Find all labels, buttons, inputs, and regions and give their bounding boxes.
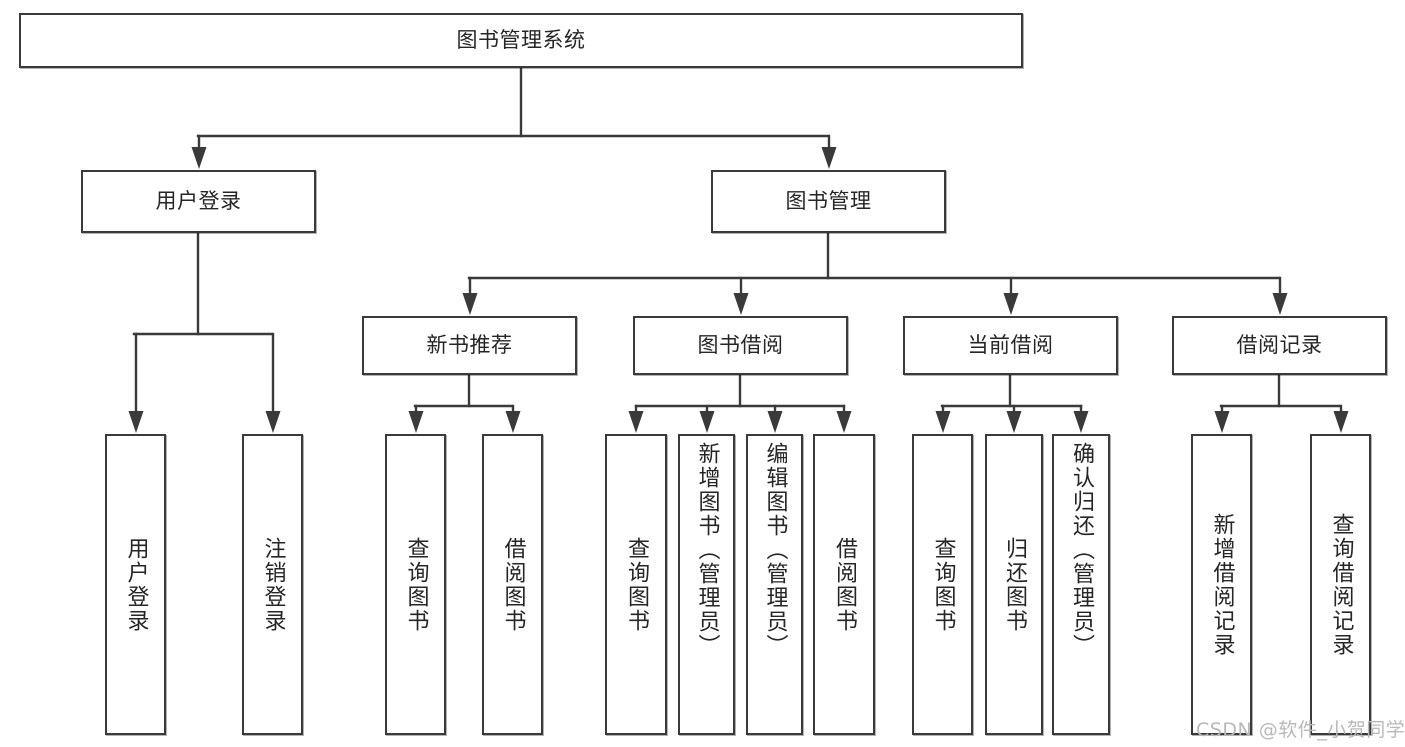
node-label: 查询图书	[930, 536, 956, 633]
node-label: 新增借阅记录	[1209, 512, 1235, 657]
node-label: 用户登录	[123, 536, 149, 633]
node-leaf-user-logout[interactable]: 注销登录	[242, 434, 303, 735]
node-label: 借阅图书	[500, 536, 526, 633]
node-label: 图书借阅	[697, 333, 784, 358]
node-leaf-query-book-3[interactable]: 查询图书	[912, 434, 973, 735]
arrow-icon-user-login	[191, 147, 207, 169]
arrow-icon-leaf-borrow-book-2	[836, 411, 852, 433]
arrow-icon-leaf-query-book-2	[628, 411, 644, 433]
arrow-icon-borrow-record	[1272, 293, 1288, 315]
arrow-icon-book-manage	[821, 147, 837, 169]
arrow-icon-leaf-query-record	[1333, 411, 1349, 433]
node-label: 新增图书（管理员）	[694, 442, 720, 658]
arrow-icon-new-book-rec	[462, 293, 478, 315]
node-user-login[interactable]: 用户登录	[81, 170, 316, 233]
node-label: 图书管理系统	[456, 28, 586, 53]
node-label: 确认归还（管理员）	[1069, 442, 1094, 658]
node-label: 查询图书	[403, 536, 429, 633]
node-current-borrow[interactable]: 当前借阅	[903, 316, 1118, 375]
arrow-icon-leaf-query-book-1	[408, 411, 424, 433]
node-leaf-add-book[interactable]: 新增图书（管理员）	[678, 434, 735, 735]
node-leaf-add-record[interactable]: 新增借阅记录	[1191, 434, 1252, 735]
node-leaf-return-book[interactable]: 归还图书	[985, 434, 1043, 735]
node-leaf-query-book-2[interactable]: 查询图书	[605, 434, 667, 735]
node-label: 借阅图书	[832, 536, 857, 633]
node-label: 借阅记录	[1236, 333, 1323, 358]
node-leaf-query-record[interactable]: 查询借阅记录	[1310, 434, 1371, 735]
node-root[interactable]: 图书管理系统	[19, 13, 1023, 68]
node-leaf-query-book-1[interactable]: 查询图书	[385, 434, 446, 735]
arrow-icon-leaf-return-book	[1006, 411, 1022, 433]
node-label: 注销登录	[260, 536, 286, 633]
arrow-icon-book-borrow	[733, 293, 749, 315]
node-book-manage[interactable]: 图书管理	[711, 170, 946, 233]
node-label: 查询图书	[624, 536, 649, 633]
arrow-icon-leaf-edit-book	[767, 411, 783, 433]
node-label: 编辑图书（管理员）	[762, 442, 788, 658]
node-leaf-borrow-book-2[interactable]: 借阅图书	[813, 434, 875, 735]
arrow-icon-leaf-add-record	[1214, 411, 1230, 433]
node-leaf-borrow-book-1[interactable]: 借阅图书	[482, 434, 543, 735]
node-leaf-user-login[interactable]: 用户登录	[105, 434, 166, 735]
node-label: 新书推荐	[426, 333, 513, 358]
node-book-borrow[interactable]: 图书借阅	[633, 316, 848, 375]
node-label: 查询借阅记录	[1328, 512, 1354, 657]
node-label: 归还图书	[1002, 536, 1027, 633]
arrow-icon-leaf-confirm-return	[1073, 411, 1089, 433]
arrow-icon-leaf-user-logout	[265, 411, 281, 433]
arrow-icon-leaf-user-login	[128, 411, 144, 433]
watermark: CSDN @软件_小贺同学	[1196, 719, 1405, 741]
node-label: 图书管理	[785, 189, 872, 214]
arrow-icon-leaf-query-book-3	[935, 411, 951, 433]
arrow-icon-leaf-add-book	[699, 411, 715, 433]
node-label: 用户登录	[155, 189, 242, 214]
node-leaf-confirm-return[interactable]: 确认归还（管理员）	[1052, 434, 1110, 735]
node-new-book-rec[interactable]: 新书推荐	[362, 316, 577, 375]
node-leaf-edit-book[interactable]: 编辑图书（管理员）	[746, 434, 803, 735]
arrow-icon-current-borrow	[1003, 293, 1019, 315]
arrow-icon-leaf-borrow-book-1	[505, 411, 521, 433]
node-label: 当前借阅	[967, 333, 1054, 358]
node-borrow-record[interactable]: 借阅记录	[1172, 316, 1387, 375]
